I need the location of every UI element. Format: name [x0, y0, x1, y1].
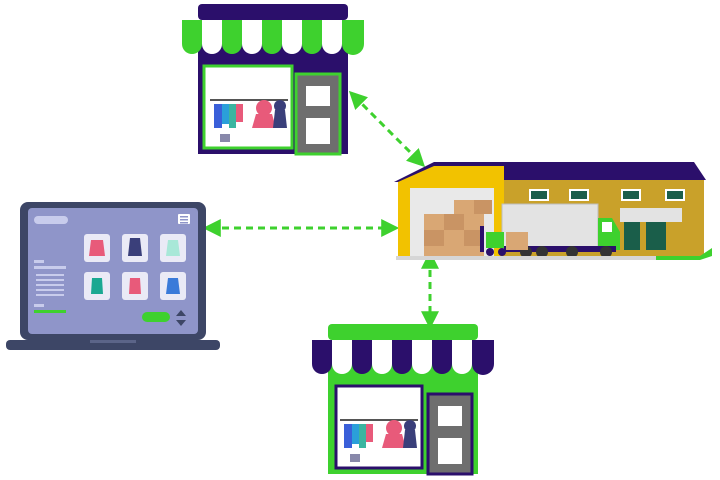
warehouse	[394, 162, 712, 260]
storefront-top	[182, 4, 364, 156]
storefront-icon	[312, 324, 494, 476]
laptop-ecommerce-icon	[6, 202, 220, 350]
forklift	[480, 226, 528, 256]
storefront-icon	[182, 4, 364, 156]
storefront-bottom	[312, 324, 494, 476]
awning	[312, 340, 494, 375]
chevron-up-icon	[176, 310, 186, 316]
cargo-boxes	[424, 200, 492, 256]
connection-arrows	[202, 90, 439, 330]
chevron-down-icon	[176, 320, 186, 326]
warehouse-icon	[394, 162, 712, 260]
awning	[182, 20, 364, 55]
laptop	[6, 202, 220, 350]
cart-button	[142, 312, 170, 322]
arrow-store-top-warehouse	[348, 90, 426, 168]
menu-icon	[178, 214, 190, 224]
product-grid	[84, 234, 186, 300]
